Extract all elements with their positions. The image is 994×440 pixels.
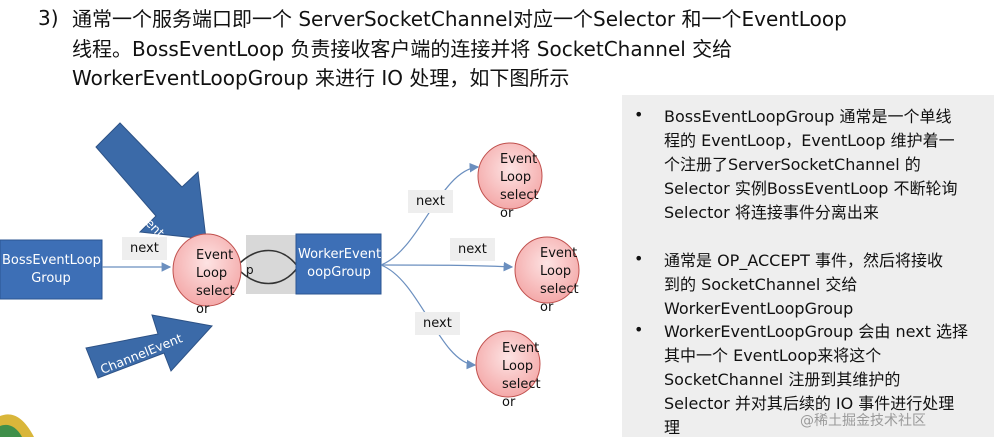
bullet-3-line-1: WorkerEventLoopGroup 会由 next 选择 — [664, 322, 968, 341]
worker-group-label: WorkerEventL oopGroup — [298, 246, 389, 282]
bullet-1-line-1: BossEventLoopGroup 通常是一个单线 — [664, 107, 952, 126]
worker-group-label-line1: WorkerEventL — [298, 247, 389, 262]
bullet-3-line-2: 其中一个 EventLoop来将这个 — [664, 346, 882, 365]
corner-decoration — [0, 414, 34, 437]
mid-loop-label-line2: Loop — [540, 264, 572, 279]
bullet-2-line-3: WorkerEventLoopGroup — [664, 299, 854, 318]
bottom-loop-label-line1: Event — [502, 341, 540, 356]
mid-loop-circle — [514, 236, 580, 304]
event-loop-diagram: BossEventLoop Group WorkerEventL oopGrou… — [0, 95, 622, 437]
watermark: @稀土掘金技术社区 — [800, 413, 926, 429]
boss-group-label: BossEventLoop Group — [2, 252, 101, 288]
connector-partial-label: p — [246, 263, 254, 277]
explanation-panel: • BossEventLoopGroup 通常是一个单线 程的 EventLoo… — [622, 95, 994, 437]
channel-event-bottom-arrow — [85, 314, 213, 379]
worker-to-mid-curve — [380, 261, 514, 272]
mid-loop-label: Event Loop select or — [540, 245, 579, 317]
bottom-loop-label-line3: select — [502, 377, 541, 392]
bullet-3-line-4: Selector 并对其后续的 IO 事件进行处理 — [664, 394, 955, 413]
next-label-mid: next — [450, 238, 495, 261]
center-loop-label: Event Loop select or — [196, 247, 235, 319]
boss-group-label-line1: BossEventLoop — [2, 253, 101, 268]
heading-line-2: 线程。BossEventLoop 负责接收客户端的连接并将 SocketChan… — [72, 37, 733, 61]
bottom-loop-label-line2: Loop — [502, 359, 534, 374]
next-label-bottom: next — [415, 312, 460, 335]
heading: 3) 通常一个服务端口即一个 ServerSocketChannel对应一个Se… — [0, 0, 994, 95]
center-loop-label-line3: select — [196, 284, 235, 299]
bottom-loop-circle — [475, 330, 541, 398]
bullet-dot-2: • — [634, 249, 644, 268]
top-loop-label-line3: select — [500, 188, 539, 203]
worker-group-label-line2: oopGroup — [307, 265, 371, 280]
center-loop-label-line4: or — [196, 302, 210, 317]
next-label-top: next — [408, 190, 453, 213]
bullet-1-line-3: 个注册了ServerSocketChannel 的 — [664, 155, 921, 174]
connector-loop-lower — [235, 266, 299, 285]
center-loop-circle — [172, 233, 242, 307]
bottom-loop-label-line4: or — [502, 395, 516, 410]
worker-group-box — [295, 233, 382, 295]
heading-number: 3) — [38, 6, 59, 30]
bullet-dot-3: • — [634, 320, 644, 339]
heading-line-1: 通常一个服务端口即一个 ServerSocketChannel对应一个Selec… — [72, 7, 847, 31]
mid-loop-label-line3: select — [540, 282, 579, 297]
top-loop-label-line1: Event — [500, 152, 538, 167]
top-loop-circle — [477, 142, 543, 210]
boss-group-label-line2: Group — [31, 271, 71, 286]
bullet-2-line-2: 到的 SocketChannel 交给 — [664, 275, 858, 294]
top-loop-label: Event Loop select or — [500, 151, 539, 223]
bullet-1-line-4: Selector 实例BossEventLoop 不断轮询 — [664, 179, 958, 198]
bullet-2-line-1: 通常是 OP_ACCEPT 事件，然后将接收 — [664, 251, 943, 270]
bullet-3-line-5: 理 — [664, 418, 681, 437]
center-loop-label-line1: Event — [196, 248, 234, 263]
bullet-dot-1: • — [634, 105, 644, 124]
center-loop-label-line2: Loop — [196, 266, 228, 281]
top-loop-label-line4: or — [500, 206, 514, 221]
bottom-loop-label: Event Loop select or — [502, 340, 541, 412]
connector-loop-upper — [235, 249, 299, 268]
top-loop-label-line2: Loop — [500, 170, 532, 185]
next-label-boss: next — [122, 237, 167, 260]
bullet-1-line-5: Selector 将连接事件分离出来 — [664, 203, 879, 222]
mid-loop-label-line4: or — [540, 300, 554, 315]
heading-line-3: WorkerEventLoopGroup 来进行 IO 处理，如下图所示 — [72, 66, 570, 90]
bullet-3-line-3: SocketChannel 注册到其维护的 — [664, 370, 901, 389]
bullet-1-line-2: 程的 EventLoop，EventLoop 维护着一 — [664, 131, 955, 150]
mid-loop-label-line1: Event — [540, 246, 578, 261]
diagram-canvas — [0, 122, 580, 398]
boss-group-box — [0, 239, 103, 300]
channel-event-top-arrow — [95, 122, 207, 240]
